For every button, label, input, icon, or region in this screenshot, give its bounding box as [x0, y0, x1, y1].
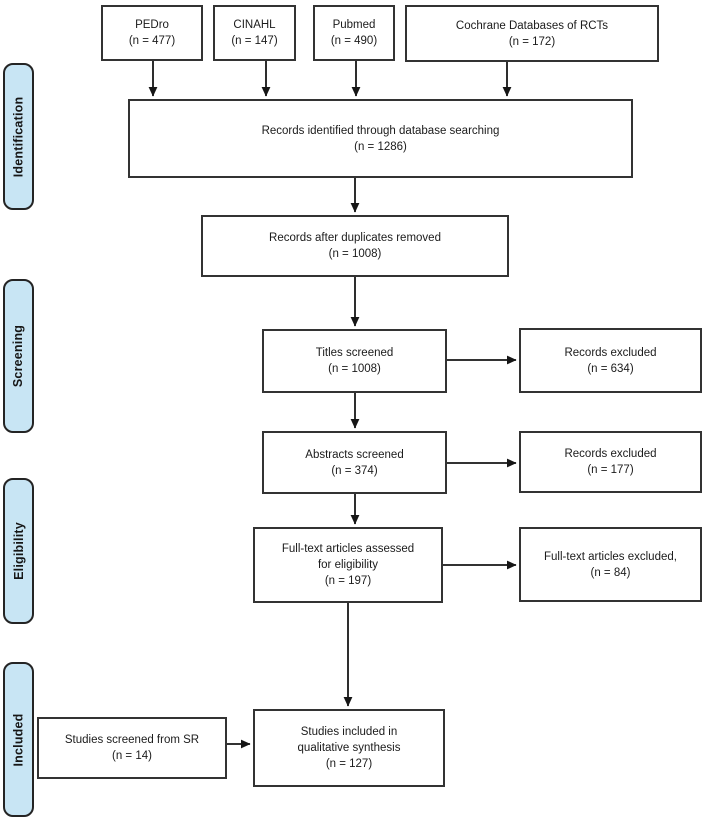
node-records-excluded-titles: Records excluded (n = 634)	[519, 328, 702, 393]
node-included-synthesis: Studies included in qualitative synthesi…	[253, 709, 445, 787]
node-cinahl: CINAHL (n = 147)	[213, 5, 296, 61]
included-synthesis-label-line1: Studies included in	[300, 726, 398, 738]
fulltext-excluded-count: (n = 84)	[590, 566, 631, 579]
node-pubmed: Pubmed (n = 490)	[313, 5, 395, 61]
records-excluded-titles-count: (n = 634)	[587, 362, 634, 375]
stage-included: Included	[3, 662, 34, 817]
titles-screened-label: Titles screened	[315, 347, 394, 359]
duplicates-removed-count: (n = 1008)	[328, 248, 382, 260]
node-titles-screened: Titles screened (n = 1008)	[262, 329, 447, 393]
stage-included-label: Included	[11, 713, 26, 766]
node-fulltext-excluded: Full-text articles excluded, (n = 84)	[519, 527, 702, 602]
included-synthesis-label-line2: qualitative synthesis	[297, 742, 401, 754]
records-excluded-abstracts-count: (n = 177)	[587, 464, 634, 476]
node-abstracts-screened: Abstracts screened (n = 374)	[262, 431, 447, 494]
cinahl-label: CINAHL	[233, 19, 276, 31]
fulltext-assessed-label-line2: for eligibility	[317, 559, 379, 571]
duplicates-removed-label: Records after duplicates removed	[269, 232, 441, 244]
abstracts-screened-label: Abstracts screened	[305, 448, 404, 461]
stage-eligibility-label: Eligibility	[11, 522, 26, 580]
stage-screening-label: Screening	[11, 324, 26, 388]
records-excluded-titles-label: Records excluded	[564, 346, 657, 359]
pubmed-label: Pubmed	[332, 19, 376, 31]
included-synthesis-count: (n = 127)	[325, 758, 373, 770]
node-fulltext-assessed: Full-text articles assessed for eligibil…	[253, 527, 443, 603]
cochrane-count: (n = 172)	[508, 35, 556, 48]
cinahl-count: (n = 147)	[231, 35, 278, 47]
fulltext-assessed-label-line1: Full-text articles assessed	[281, 543, 415, 555]
abstracts-screened-count: (n = 374)	[331, 464, 378, 477]
node-sr-screened: Studies screened from SR (n = 14)	[37, 717, 227, 779]
fulltext-assessed-count: (n = 197)	[324, 575, 372, 587]
stage-eligibility: Eligibility	[3, 478, 34, 624]
records-identified-count: (n = 1286)	[354, 140, 407, 153]
node-pedro: PEDro (n = 477)	[101, 5, 203, 61]
sr-screened-count: (n = 14)	[112, 750, 152, 762]
records-excluded-abstracts-label: Records excluded	[564, 448, 657, 460]
sr-screened-label: Studies screened from SR	[64, 734, 200, 746]
node-duplicates-removed: Records after duplicates removed (n = 10…	[201, 215, 509, 277]
node-cochrane: Cochrane Databases of RCTs (n = 172)	[405, 5, 659, 62]
stage-screening: Screening	[3, 279, 34, 433]
fulltext-excluded-label: Full-text articles excluded,	[544, 550, 677, 563]
pedro-count: (n = 477)	[128, 35, 176, 47]
stage-identification: Identification	[3, 63, 34, 210]
node-records-identified: Records identified through database sear…	[128, 99, 633, 178]
pubmed-count: (n = 490)	[330, 35, 378, 47]
stage-identification-label: Identification	[11, 96, 26, 177]
cochrane-label: Cochrane Databases of RCTs	[455, 19, 609, 32]
records-identified-label: Records identified through database sear…	[261, 124, 500, 137]
node-records-excluded-abstracts: Records excluded (n = 177)	[519, 431, 702, 493]
titles-screened-count: (n = 1008)	[328, 363, 381, 375]
pedro-label: PEDro	[135, 19, 169, 31]
